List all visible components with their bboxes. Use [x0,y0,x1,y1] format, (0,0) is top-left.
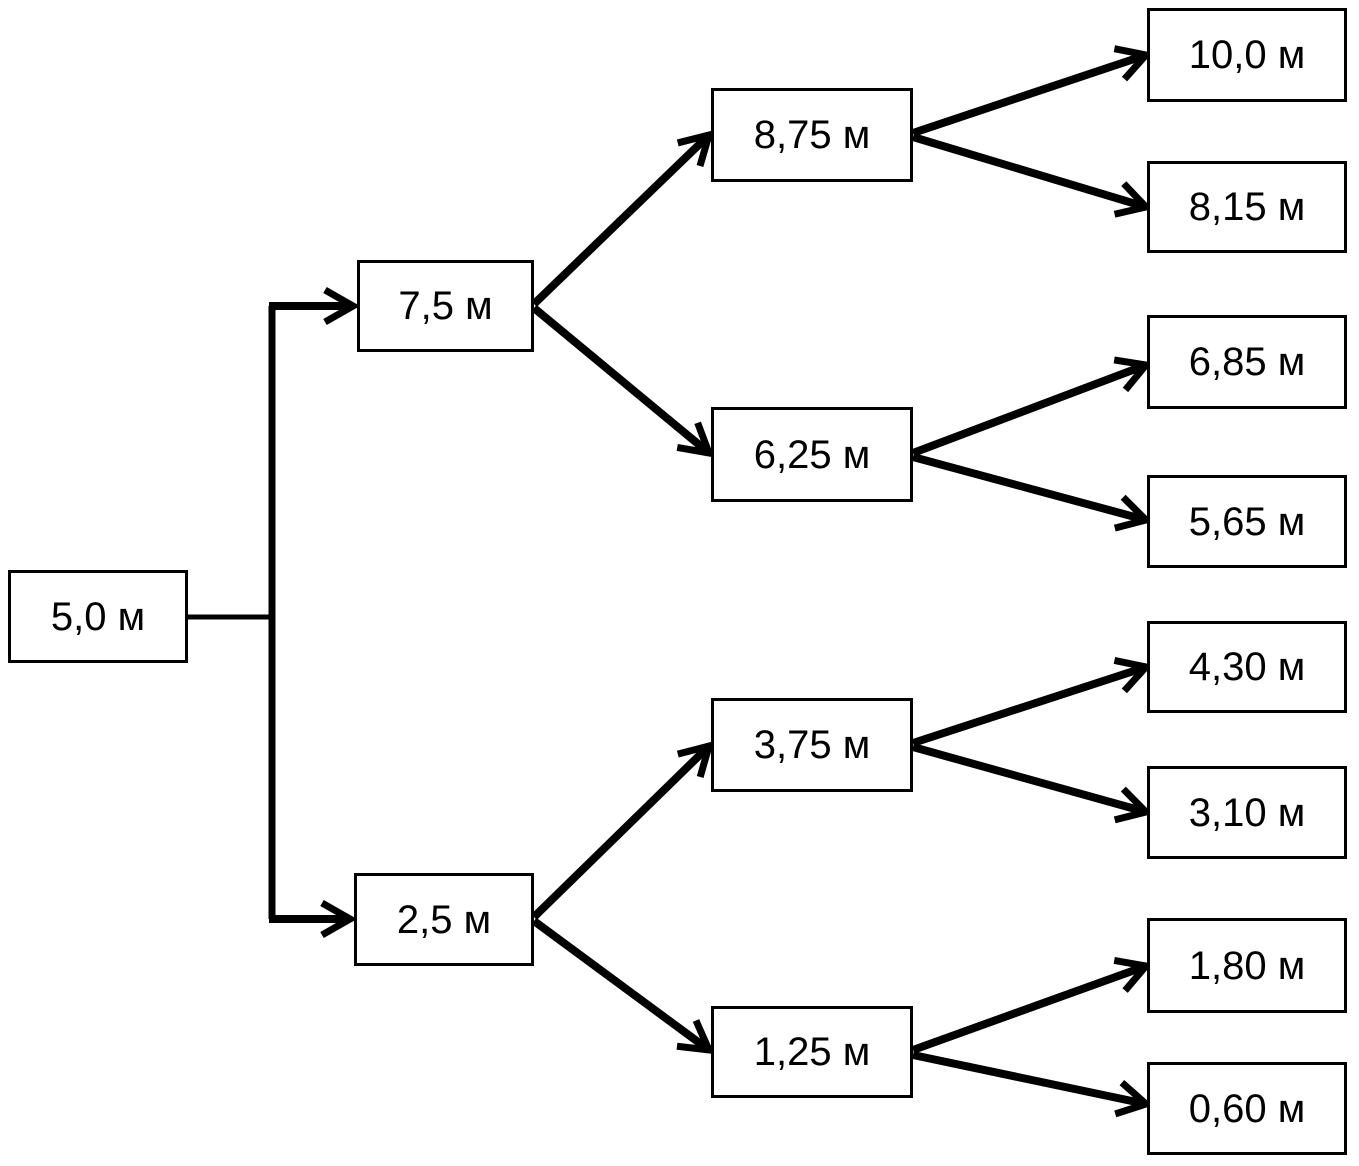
node-7-5-m: 7,5 м [357,260,534,352]
edge-6-25-to-6-85 [911,365,1146,457]
node-label: 8,15 м [1188,185,1306,229]
edge-2-5-to-1-25 [531,917,709,1050]
edge-7-5-to-8-75 [531,135,709,307]
node-label: 5,65 м [1188,499,1306,544]
node-label: 0,60 м [1188,1086,1306,1131]
node-1-80-m: 1,80 м [1147,918,1347,1013]
node-3-10-m: 3,10 м [1147,766,1347,859]
node-8-15-m: 8,15 м [1147,161,1347,253]
edge-8-75-to-8-15 [911,133,1146,207]
node-5-0-m: 5,0 м [8,570,188,663]
edge-1-25-to-1-80 [911,966,1146,1054]
node-label: 1,25 м [753,1030,871,1074]
node-label: 8,75 м [753,113,871,157]
node-label: 4,30 м [1188,645,1306,689]
edge-7-5-to-6-25 [531,304,709,453]
edge-3-75-to-3-10 [911,743,1146,812]
node-10-0-m: 10,0 м [1147,8,1347,102]
node-label: 6,85 м [1188,340,1306,384]
node-label: 5,0 м [50,594,146,639]
node-1-25-m: 1,25 м [711,1006,913,1098]
node-0-60-m: 0,60 м [1147,1062,1347,1155]
node-label: 1,80 м [1188,943,1306,988]
node-label: 6,25 м [753,432,871,477]
node-label: 2,5 м [396,897,492,942]
node-6-25-m: 6,25 м [711,407,913,502]
node-5-65-m: 5,65 м [1147,475,1347,568]
node-3-75-m: 3,75 м [711,698,913,792]
node-8-75-m: 8,75 м [711,88,913,182]
edge-1-25-to-0-60 [912,1051,1146,1104]
node-label: 10,0 м [1188,33,1306,77]
node-label: 7,5 м [398,284,493,328]
edge-2-5-to-3-75 [531,746,709,920]
node-label: 3,75 м [753,723,871,767]
node-4-30-m: 4,30 м [1147,621,1347,713]
node-2-5-m: 2,5 м [354,873,534,966]
edge-3-75-to-4-30 [911,667,1146,747]
edge-6-25-to-5-65 [911,453,1146,520]
node-label: 3,10 м [1188,790,1306,835]
node-6-85-m: 6,85 м [1147,315,1347,409]
edge-8-75-to-10-0 [911,55,1146,137]
